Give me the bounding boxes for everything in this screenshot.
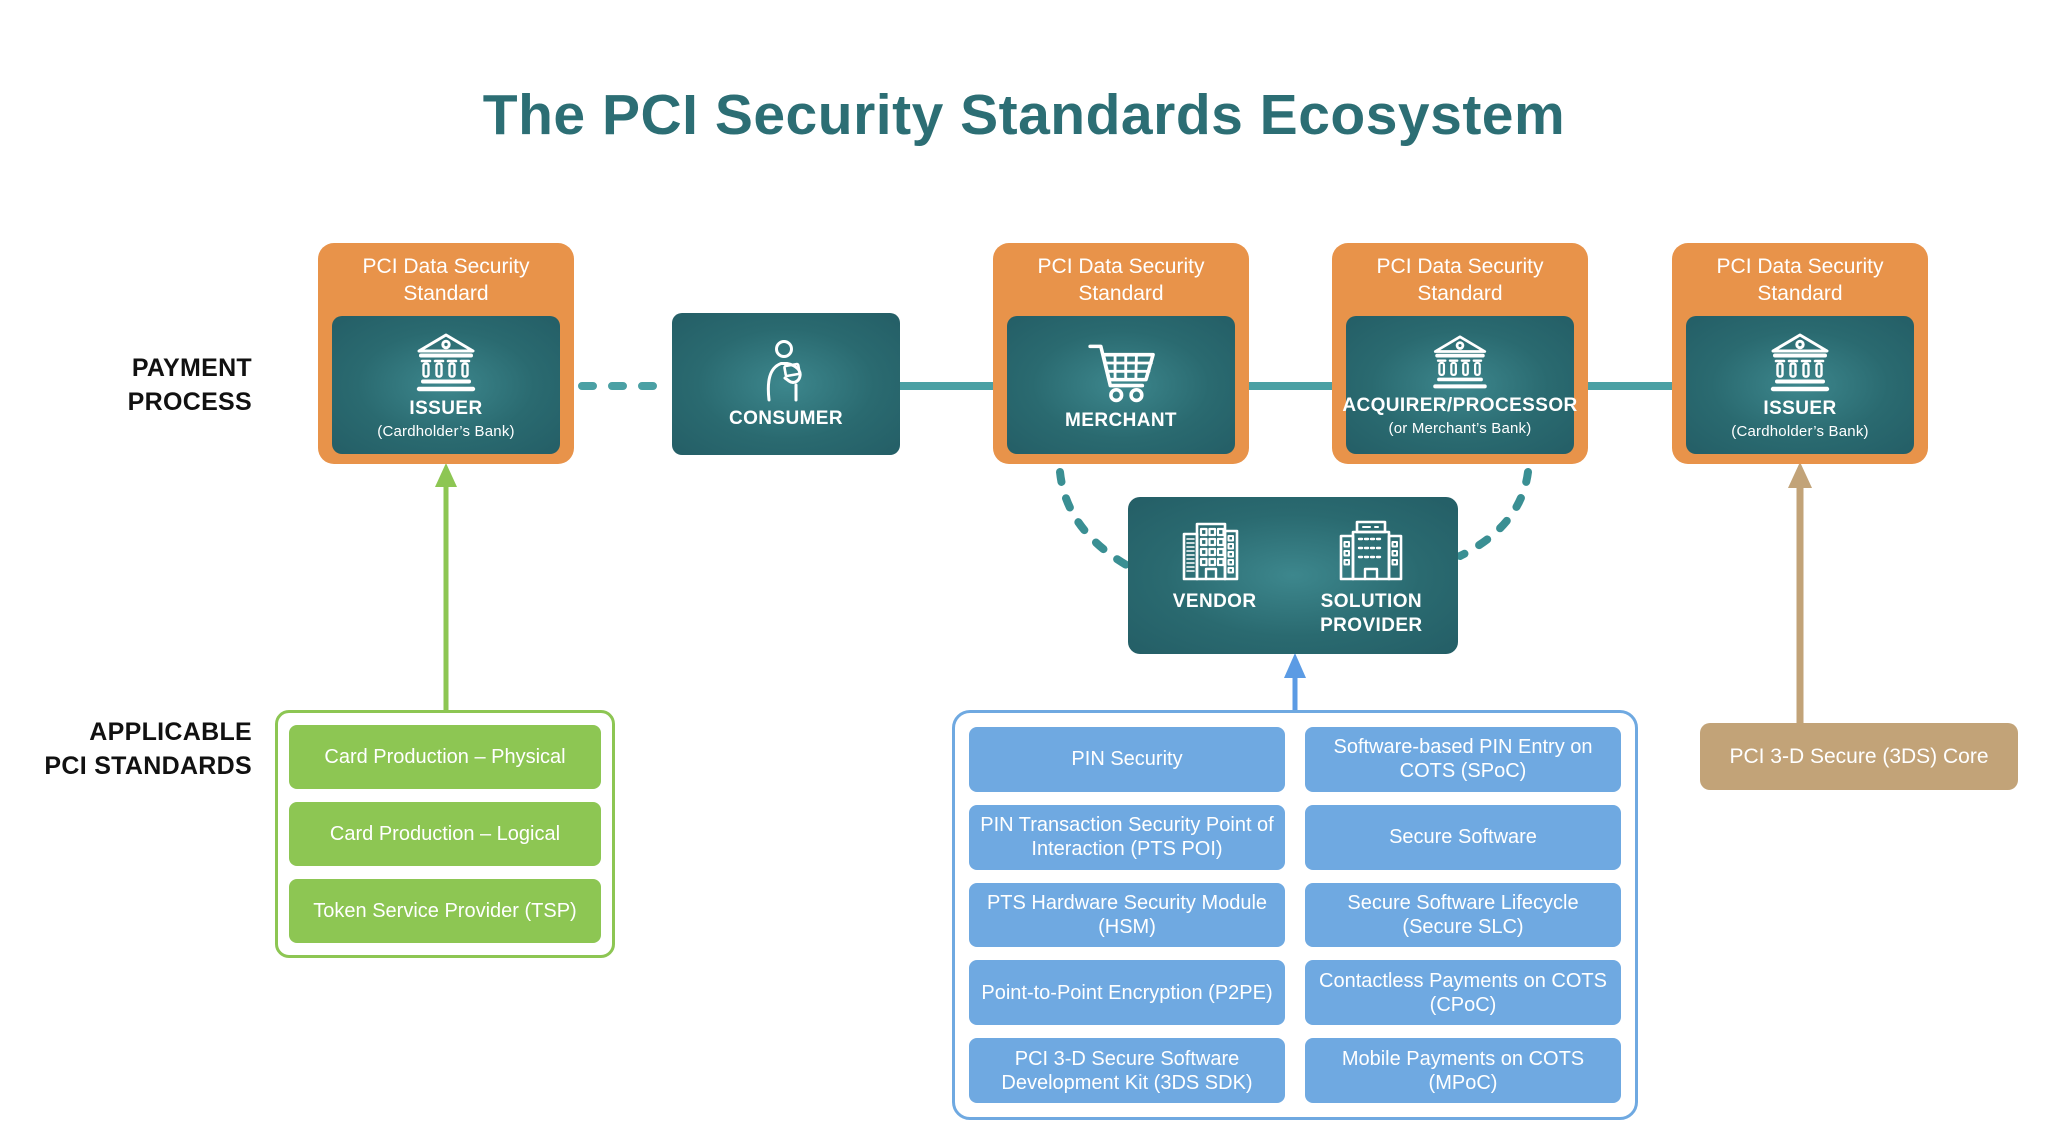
node-vendor-solution-provider: VENDOR SOLUTION PROVIDER (1128, 497, 1458, 654)
dashed-link-merchant-vendor (1056, 468, 1132, 570)
payment-process-line1: PAYMENT (131, 354, 252, 382)
merchant-box: MERCHANT (1007, 316, 1235, 454)
standard-3ds-core: PCI 3-D Secure (3DS) Core (1700, 723, 2018, 790)
node-subtitle: (Cardholder’s Bank) (1731, 422, 1869, 440)
standard-token-service-provider: Token Service Provider (TSP) (289, 879, 601, 943)
page-title: The PCI Security Standards Ecosystem (482, 83, 1566, 147)
standard-3ds-sdk: PCI 3-D Secure Software Development Kit … (969, 1038, 1285, 1103)
pci-dss-header: PCI Data Security Standard (1716, 255, 1884, 305)
applicable-line1: APPLICABLE (89, 718, 252, 746)
bank-icon (410, 331, 482, 395)
standard-pin-security: PIN Security (969, 727, 1285, 792)
node-name: ISSUER (409, 397, 483, 419)
green-arrow-head (435, 463, 457, 487)
standard-mpoc: Mobile Payments on COTS (MPoC) (1305, 1038, 1621, 1103)
issuer-right-box: ISSUER (Cardholder’s Bank) (1686, 316, 1914, 454)
node-name: ACQUIRER/PROCESSOR (1342, 395, 1578, 416)
issuer-standards-panel: Card Production – Physical Card Producti… (275, 710, 615, 958)
standard-card-production-logical: Card Production – Logical (289, 802, 601, 866)
pci-dss-header: PCI Data Security Standard (1376, 255, 1544, 305)
standard-p2pe: Point-to-Point Encryption (P2PE) (969, 960, 1285, 1026)
bank-icon (1764, 331, 1836, 395)
node-consumer: CONSUMER (672, 313, 900, 455)
blue-arrow-head (1284, 653, 1306, 678)
node-name: SOLUTION PROVIDER (1320, 591, 1423, 636)
node-name: VENDOR (1172, 591, 1257, 612)
acquirer-box: ACQUIRER/PROCESSOR (or Merchant’s Bank) (1342, 316, 1577, 454)
payment-process-label: PAYMENT PROCESS (28, 352, 252, 419)
node-name: MERCHANT (1065, 410, 1177, 431)
office-building-icon (1179, 517, 1251, 581)
pci-dss-header: PCI Data Security Standard (1037, 255, 1205, 305)
standard-cpoc: Contactless Payments on COTS (CPoC) (1305, 960, 1621, 1026)
node-name: CONSUMER (728, 408, 844, 429)
payment-process-line2: PROCESS (127, 387, 252, 416)
tan-arrow-head (1788, 462, 1812, 488)
standard-hsm: PTS Hardware Security Module (HSM) (969, 882, 1285, 948)
node-name: ISSUER (1763, 397, 1837, 419)
standard-pts-poi: PIN Transaction Security Point of Intera… (969, 804, 1285, 870)
bank-icon (1427, 333, 1493, 392)
shopping-cart-icon (1083, 338, 1159, 407)
standard-secure-software: Secure Software (1305, 804, 1621, 870)
standard-spoc: Software-based PIN Entry on COTS (SPoC) (1305, 727, 1621, 792)
issuer-left-box: ISSUER (Cardholder’s Bank) (332, 316, 560, 454)
standard-card-production-physical: Card Production – Physical (289, 725, 601, 789)
node-merchant: PCI Data Security Standard MERCHANT (993, 243, 1249, 464)
consumer-person-icon (754, 338, 818, 402)
pci-dss-header: PCI Data Security Standard (362, 255, 530, 305)
node-issuer-left: PCI Data Security Standard ISSUER (Cardh… (318, 243, 574, 464)
applicable-standards-label: APPLICABLE PCI STANDARDS (16, 716, 252, 783)
applicable-line2: PCI STANDARDS (44, 751, 252, 780)
node-acquirer: PCI Data Security Standard ACQUIRER/PROC… (1332, 243, 1588, 464)
node-issuer-right: PCI Data Security Standard ISSUER (Cardh… (1672, 243, 1928, 464)
vendor-item: VENDOR (1145, 517, 1285, 614)
standard-secure-slc: Secure Software Lifecycle (Secure SLC) (1305, 882, 1621, 948)
solution-provider-item: SOLUTION PROVIDER (1301, 517, 1441, 638)
node-subtitle: (Cardholder’s Bank) (377, 422, 515, 440)
dashed-link-acquirer-vendor (1456, 468, 1532, 560)
vendor-standards-panel: PIN Security Software-based PIN Entry on… (952, 710, 1638, 1120)
provider-building-icon (1335, 517, 1407, 581)
node-subtitle: (or Merchant’s Bank) (1388, 420, 1532, 437)
